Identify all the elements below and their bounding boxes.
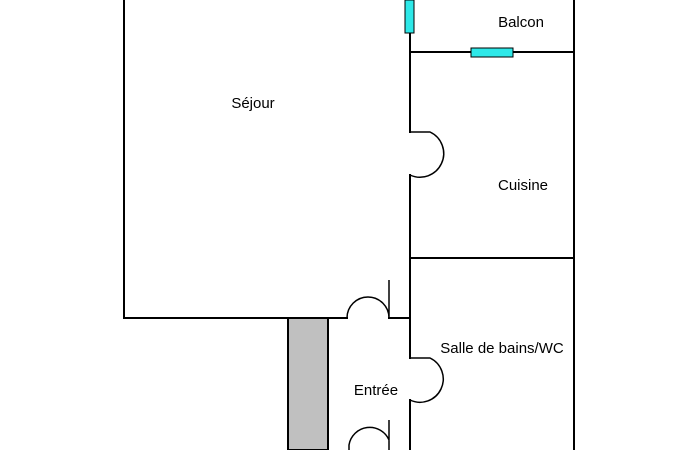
label-balcon: Balcon — [498, 14, 544, 31]
column-shaft — [287, 317, 329, 450]
window-vertical — [404, 0, 415, 34]
label-sejour: Séjour — [231, 95, 274, 112]
door-salle-de-bains — [409, 357, 444, 403]
window-horizontal — [470, 47, 514, 58]
door-cuisine — [409, 131, 445, 178]
door-entree-lower — [348, 420, 390, 450]
door-sejour — [346, 280, 390, 319]
label-salle-de-bains: Salle de bains/WC — [440, 340, 564, 357]
sejour-walls — [123, 0, 411, 319]
label-cuisine: Cuisine — [498, 177, 548, 194]
label-entree: Entrée — [354, 382, 398, 399]
